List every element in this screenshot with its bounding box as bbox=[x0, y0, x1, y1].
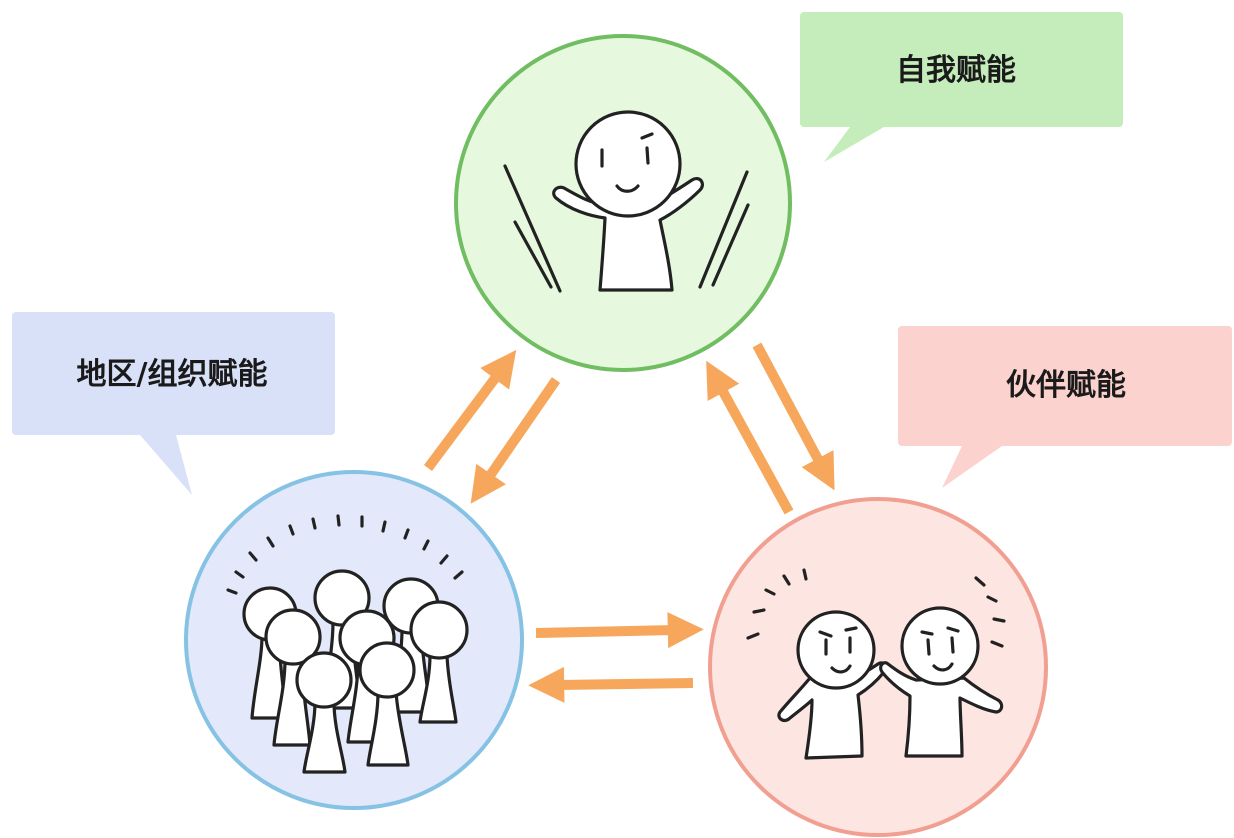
arrow-self-to-region bbox=[470, 377, 561, 504]
connection-arrows bbox=[423, 342, 835, 703]
partner-empowerment-circle bbox=[708, 497, 1048, 837]
region-empowerment-circle bbox=[184, 470, 524, 810]
region-empowerment-bubble: 地区/组织赋能 bbox=[12, 312, 335, 495]
region-empowerment-label: 地区/组织赋能 bbox=[77, 357, 268, 392]
arrow-self-to-partner bbox=[752, 342, 835, 491]
partner-empowerment-label: 伙伴赋能 bbox=[1006, 368, 1126, 403]
self-empowerment-circle bbox=[454, 34, 792, 372]
self-empowerment-label: 自我赋能 bbox=[896, 53, 1016, 88]
partner-empowerment-bubble: 伙伴赋能 bbox=[898, 326, 1232, 488]
arrow-partner-to-region bbox=[528, 666, 694, 703]
high-five-people-icon bbox=[746, 568, 1006, 760]
arrow-region-to-partner bbox=[535, 612, 704, 649]
crowd-icon bbox=[226, 514, 469, 774]
arrow-partner-to-self bbox=[706, 360, 794, 515]
self-empowerment-bubble: 自我赋能 bbox=[800, 12, 1123, 162]
cheering-person-icon bbox=[503, 110, 750, 293]
arrow-region-to-self bbox=[423, 349, 517, 471]
